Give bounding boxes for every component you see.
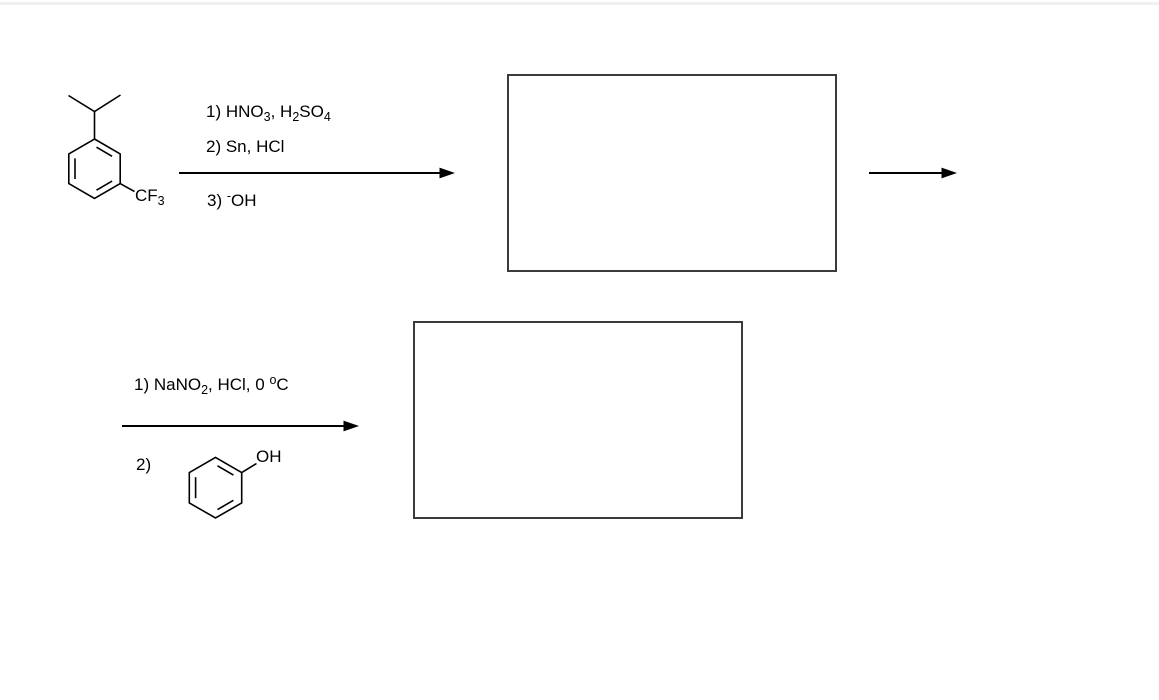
cf3-bond — [119, 182, 135, 193]
reaction2-step1-text: 1) NaNO — [134, 375, 202, 394]
double-bond-line — [96, 180, 113, 191]
reaction-arrow-3 — [122, 420, 359, 432]
subscript: 2 — [201, 383, 209, 397]
reaction1-step3-label: 3) -OH — [207, 188, 257, 209]
double-bond-line — [217, 465, 234, 476]
reaction2-step1-text: C — [276, 375, 289, 394]
isopropyl-methyl-bonds — [68, 94, 121, 113]
page-top-rule — [0, 2, 1159, 5]
reaction1-step1-label: 1) HNO3, H2SO4 — [206, 103, 331, 126]
reaction1-step3-text: 3) — [207, 191, 227, 210]
reaction2-step1-label: 1) NaNO2, HCl, 0 oC — [134, 372, 289, 399]
reaction1-step2-label: 2) Sn, HCl — [206, 137, 285, 156]
subscript: 3 — [157, 194, 165, 208]
arrow-head — [941, 167, 957, 179]
benzene-ring-1 — [68, 138, 121, 200]
superscript-minus: - — [226, 189, 232, 203]
subscript: 4 — [323, 110, 331, 124]
reaction2-step1-text: , HCl, 0 — [208, 375, 270, 394]
subscript: 3 — [263, 110, 271, 124]
reaction-arrow-2 — [869, 167, 957, 179]
reaction1-step3-text: OH — [231, 191, 257, 210]
reaction2-step2-label: 2) — [136, 455, 152, 474]
reaction-arrow-1 — [179, 167, 455, 179]
double-bond-line — [96, 146, 113, 157]
arrow-head — [343, 420, 359, 432]
subscript: 2 — [292, 110, 300, 124]
reaction1-step1-text: 1) HNO — [206, 102, 264, 121]
reaction1-step1-text: SO — [299, 102, 324, 121]
arrow-head — [439, 167, 455, 179]
cf3-label: CF3 — [135, 187, 165, 210]
oh-bond — [241, 462, 257, 474]
molecule-isopropyl-cf3-benzene — [68, 94, 135, 200]
double-bond-line — [217, 499, 234, 511]
answer-box-2[interactable] — [413, 321, 743, 519]
degree-superscript: o — [269, 373, 277, 387]
molecule-phenol — [188, 456, 257, 519]
reaction1-step1-text: , H — [270, 102, 293, 121]
phenol-oh-label: OH — [256, 447, 282, 466]
cf3-text: CF — [135, 186, 158, 205]
answer-box-1[interactable] — [507, 74, 837, 272]
benzene-ring-2 — [188, 456, 243, 519]
